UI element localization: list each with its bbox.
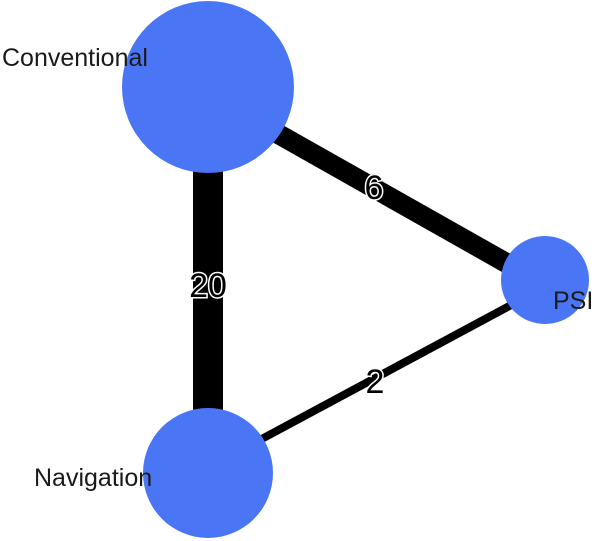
edges	[193, 109, 545, 460]
node-navigation	[143, 408, 273, 538]
edge-conventional-psi	[245, 109, 545, 291]
edge-labels: 20 6 2	[188, 168, 386, 403]
node-label-navigation: Navigation	[34, 464, 152, 492]
node-labels: Conventional PSI Navigation	[2, 44, 593, 492]
edge-label-conventional-navigation: 20	[189, 267, 227, 305]
edge-psi-navigation	[228, 292, 530, 460]
edge-label-psi-navigation: 2	[366, 363, 385, 401]
node-conventional	[122, 1, 294, 173]
edge-label-conventional-psi: 6	[365, 169, 384, 207]
node-label-conventional: Conventional	[2, 44, 148, 72]
nodes	[122, 1, 589, 538]
node-label-psi: PSI	[553, 287, 593, 315]
node-psi	[501, 236, 589, 324]
